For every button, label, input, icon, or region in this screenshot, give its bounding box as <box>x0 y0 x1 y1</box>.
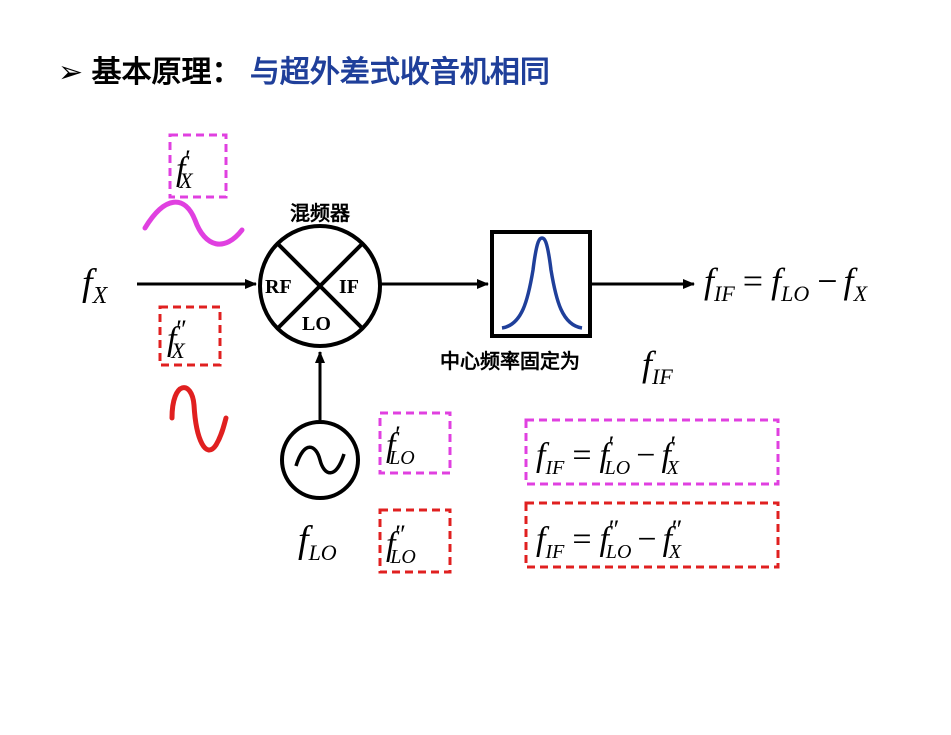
filter-caption: 中心频率固定为 <box>440 349 580 373</box>
bullet-icon: ➢ <box>58 56 83 89</box>
mixer-port-rf: RF <box>265 276 292 298</box>
mixer-cross-b <box>276 242 364 330</box>
wave-red-icon <box>169 385 229 453</box>
box-equation-double-prime <box>524 501 780 569</box>
mixer-title: 混频器 <box>290 201 351 225</box>
oscillator-circle <box>280 420 360 500</box>
filter-block <box>490 230 592 338</box>
equation-double-prime: fIF=f″LO−f″X <box>536 515 682 563</box>
heading-text: 与超外差式收音机相同 <box>250 56 550 89</box>
box-fx-double-prime <box>158 305 222 367</box>
mixer-circle <box>258 224 382 348</box>
box-fx-prime <box>168 133 228 199</box>
label-fx-double-prime: f″X <box>167 315 186 363</box>
filter-caption-fif: fIF <box>642 344 673 389</box>
equation-prime: fIF=f′LO−f′X <box>536 431 680 479</box>
label-flo-prime: f′LO <box>386 421 415 469</box>
heading-label: 基本原理： <box>91 56 241 89</box>
box-equation-prime <box>524 418 780 486</box>
mixer-port-lo: LO <box>302 313 331 335</box>
label-flo: fLO <box>298 519 337 565</box>
label-fx-prime: f′X <box>176 145 194 193</box>
heading-line: ➢ 基本原理： 与超外差式收音机相同 <box>58 56 550 89</box>
mixer-port-if: IF <box>339 276 359 298</box>
label-fx: fX <box>82 262 109 309</box>
wave-magenta-icon <box>142 199 245 247</box>
oscillator-sine-icon <box>294 445 346 475</box>
bandpass-curve-icon <box>501 236 583 330</box>
label-flo-double-prime: f″LO <box>386 520 416 568</box>
output-equation: fIF=fLO−fX <box>704 261 869 306</box>
